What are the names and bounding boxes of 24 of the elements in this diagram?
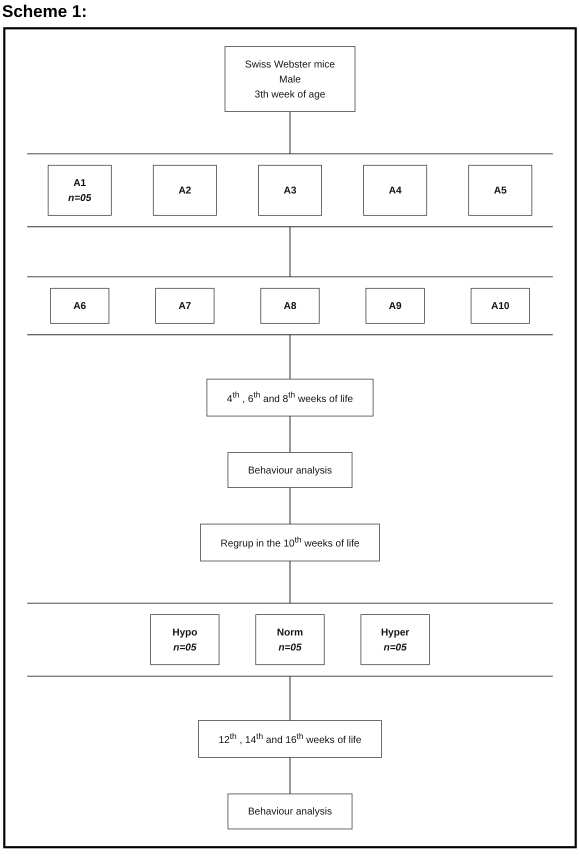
title: Scheme 1: [1, 1, 88, 23]
node-box: A3 [258, 164, 322, 216]
node-box: A9 [366, 288, 425, 324]
node-box: Behaviour analysis [228, 452, 352, 488]
node-box: Hypo n=05 [150, 614, 220, 666]
node-box: A4 [363, 164, 428, 216]
node-box: Regrup in the 10$^{th}$ weeks of life [200, 524, 380, 562]
node-box: Hyper n=05 [360, 614, 430, 666]
node-box: A7 [155, 288, 214, 324]
cluster [3, 27, 577, 848]
node-box: Norm n=05 [255, 614, 325, 666]
node-box: A6 [50, 288, 110, 324]
node-box: 12$^{th}$ , 14$^{th}$ and 16$^{th}$ weeks of life [198, 720, 382, 758]
cluster [26, 153, 554, 228]
node-box: A2 [152, 164, 217, 216]
node-box: 4$^{th}$ , 6$^{th}$ and 8$^{th}$ weeks of life [206, 378, 374, 416]
node-box: A1 n=05 [48, 164, 112, 216]
node-box: Swiss Webster mice Male 3th week of age [224, 46, 356, 112]
node-box: Behaviour analysis [228, 794, 352, 830]
node-box: A8 [260, 288, 320, 324]
cluster [26, 276, 554, 336]
cluster [26, 602, 554, 677]
node-box: A10 [470, 288, 530, 324]
node-box: A5 [468, 164, 532, 216]
